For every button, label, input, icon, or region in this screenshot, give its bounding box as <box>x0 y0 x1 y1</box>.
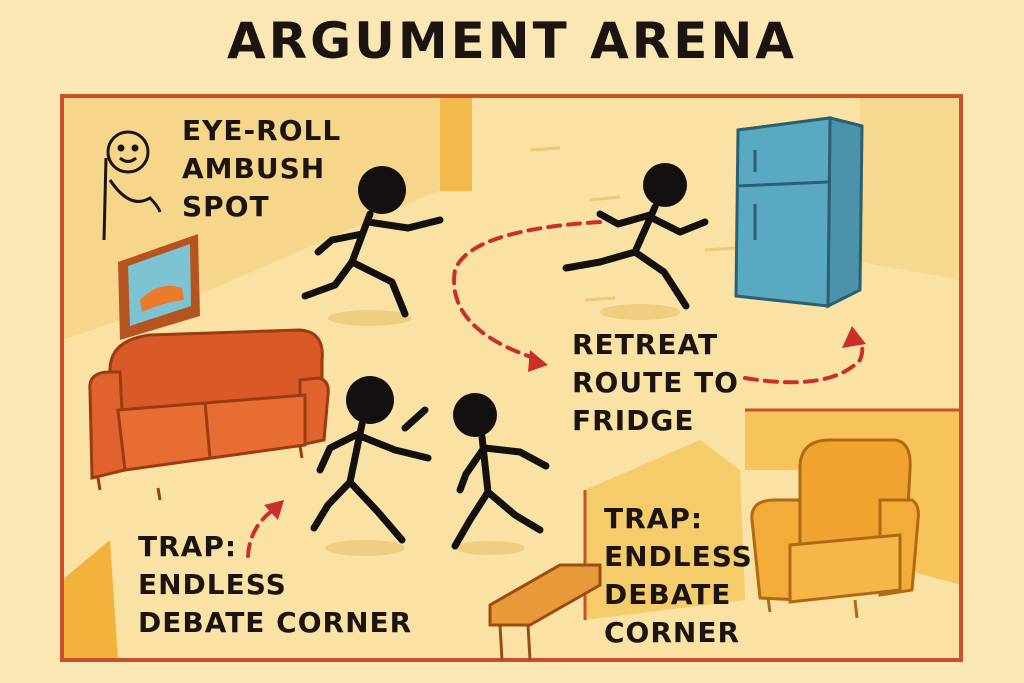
stick-figure-debater-right <box>451 393 550 550</box>
armchair <box>750 438 920 619</box>
trap-arrowhead <box>264 500 284 520</box>
stick-figure-retreater <box>562 163 709 310</box>
fridge-arrowhead <box>842 326 866 348</box>
fridge <box>734 116 864 309</box>
retreat-arrowhead <box>528 350 548 372</box>
corner-partition <box>585 440 745 620</box>
fridge-path <box>743 334 865 385</box>
room-frame <box>60 94 963 662</box>
corner-wall-left <box>62 540 118 660</box>
page-title: ARGUMENT ARENA <box>226 12 797 70</box>
door-pillar <box>440 96 472 191</box>
stick-figure-debater-left <box>310 376 432 544</box>
stick-figure-ambusher <box>301 166 444 318</box>
table <box>488 563 602 661</box>
label-trap-right: TRAP: ENDLESS DEBATE CORNER <box>604 502 753 649</box>
right-wall <box>860 96 961 280</box>
retreat-path <box>452 220 602 362</box>
wall-painting <box>118 234 200 340</box>
smiley-sketch <box>102 130 162 241</box>
label-trap-left: TRAP: ENDLESS DEBATE CORNER <box>138 530 413 639</box>
label-retreat-route: RETREAT ROUTE TO FRIDGE <box>572 328 739 437</box>
label-eye-roll-ambush: EYE-ROLL AMBUSH SPOT <box>182 114 342 223</box>
sofa <box>88 328 330 501</box>
